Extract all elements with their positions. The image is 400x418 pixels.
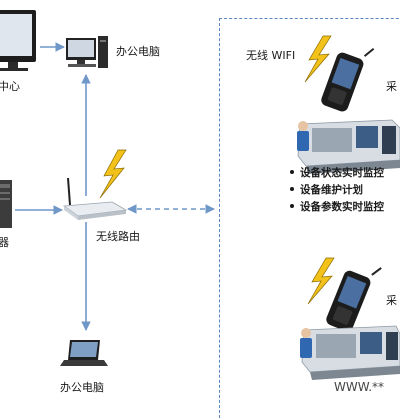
handheld-terminal-icon-bottom [326,267,382,332]
bullet-item: 设备参数实时监控 [300,201,384,213]
lightning-icon-router [99,149,127,199]
router-icon [62,177,128,220]
label-center: 中心 [0,80,20,93]
lightning-icon-top [304,35,332,83]
cnc-machine-icon-bottom [300,325,400,380]
label-collect-bottom: 采 [386,294,397,307]
bullet-dots [290,170,294,208]
label-office-pc-bottom: 办公电脑 [60,381,104,394]
label-router: 无线路由 [96,230,140,243]
bullet-item: 设备维护计划 [300,184,363,196]
watermark: WWW.** [334,380,385,394]
connection-lines [15,42,215,331]
diagram-canvas [0,10,400,380]
handheld-terminal-icon-top [321,47,375,112]
label-wifi: 无线 WIFI [246,49,296,62]
lightning-icon-bottom [307,257,335,305]
cnc-machine-icon-top [297,119,400,174]
label-server: 器 [0,236,9,249]
monitor-icon [0,10,36,71]
desktop-pc-icon-top [66,36,108,68]
label-collect-top: 采 [386,80,397,93]
bullet-item: 设备状态实时监控 [300,167,384,179]
label-office-pc-top: 办公电脑 [116,45,160,58]
wireless-zone-border [219,18,400,418]
laptop-icon [60,340,108,366]
server-icon [0,180,12,228]
